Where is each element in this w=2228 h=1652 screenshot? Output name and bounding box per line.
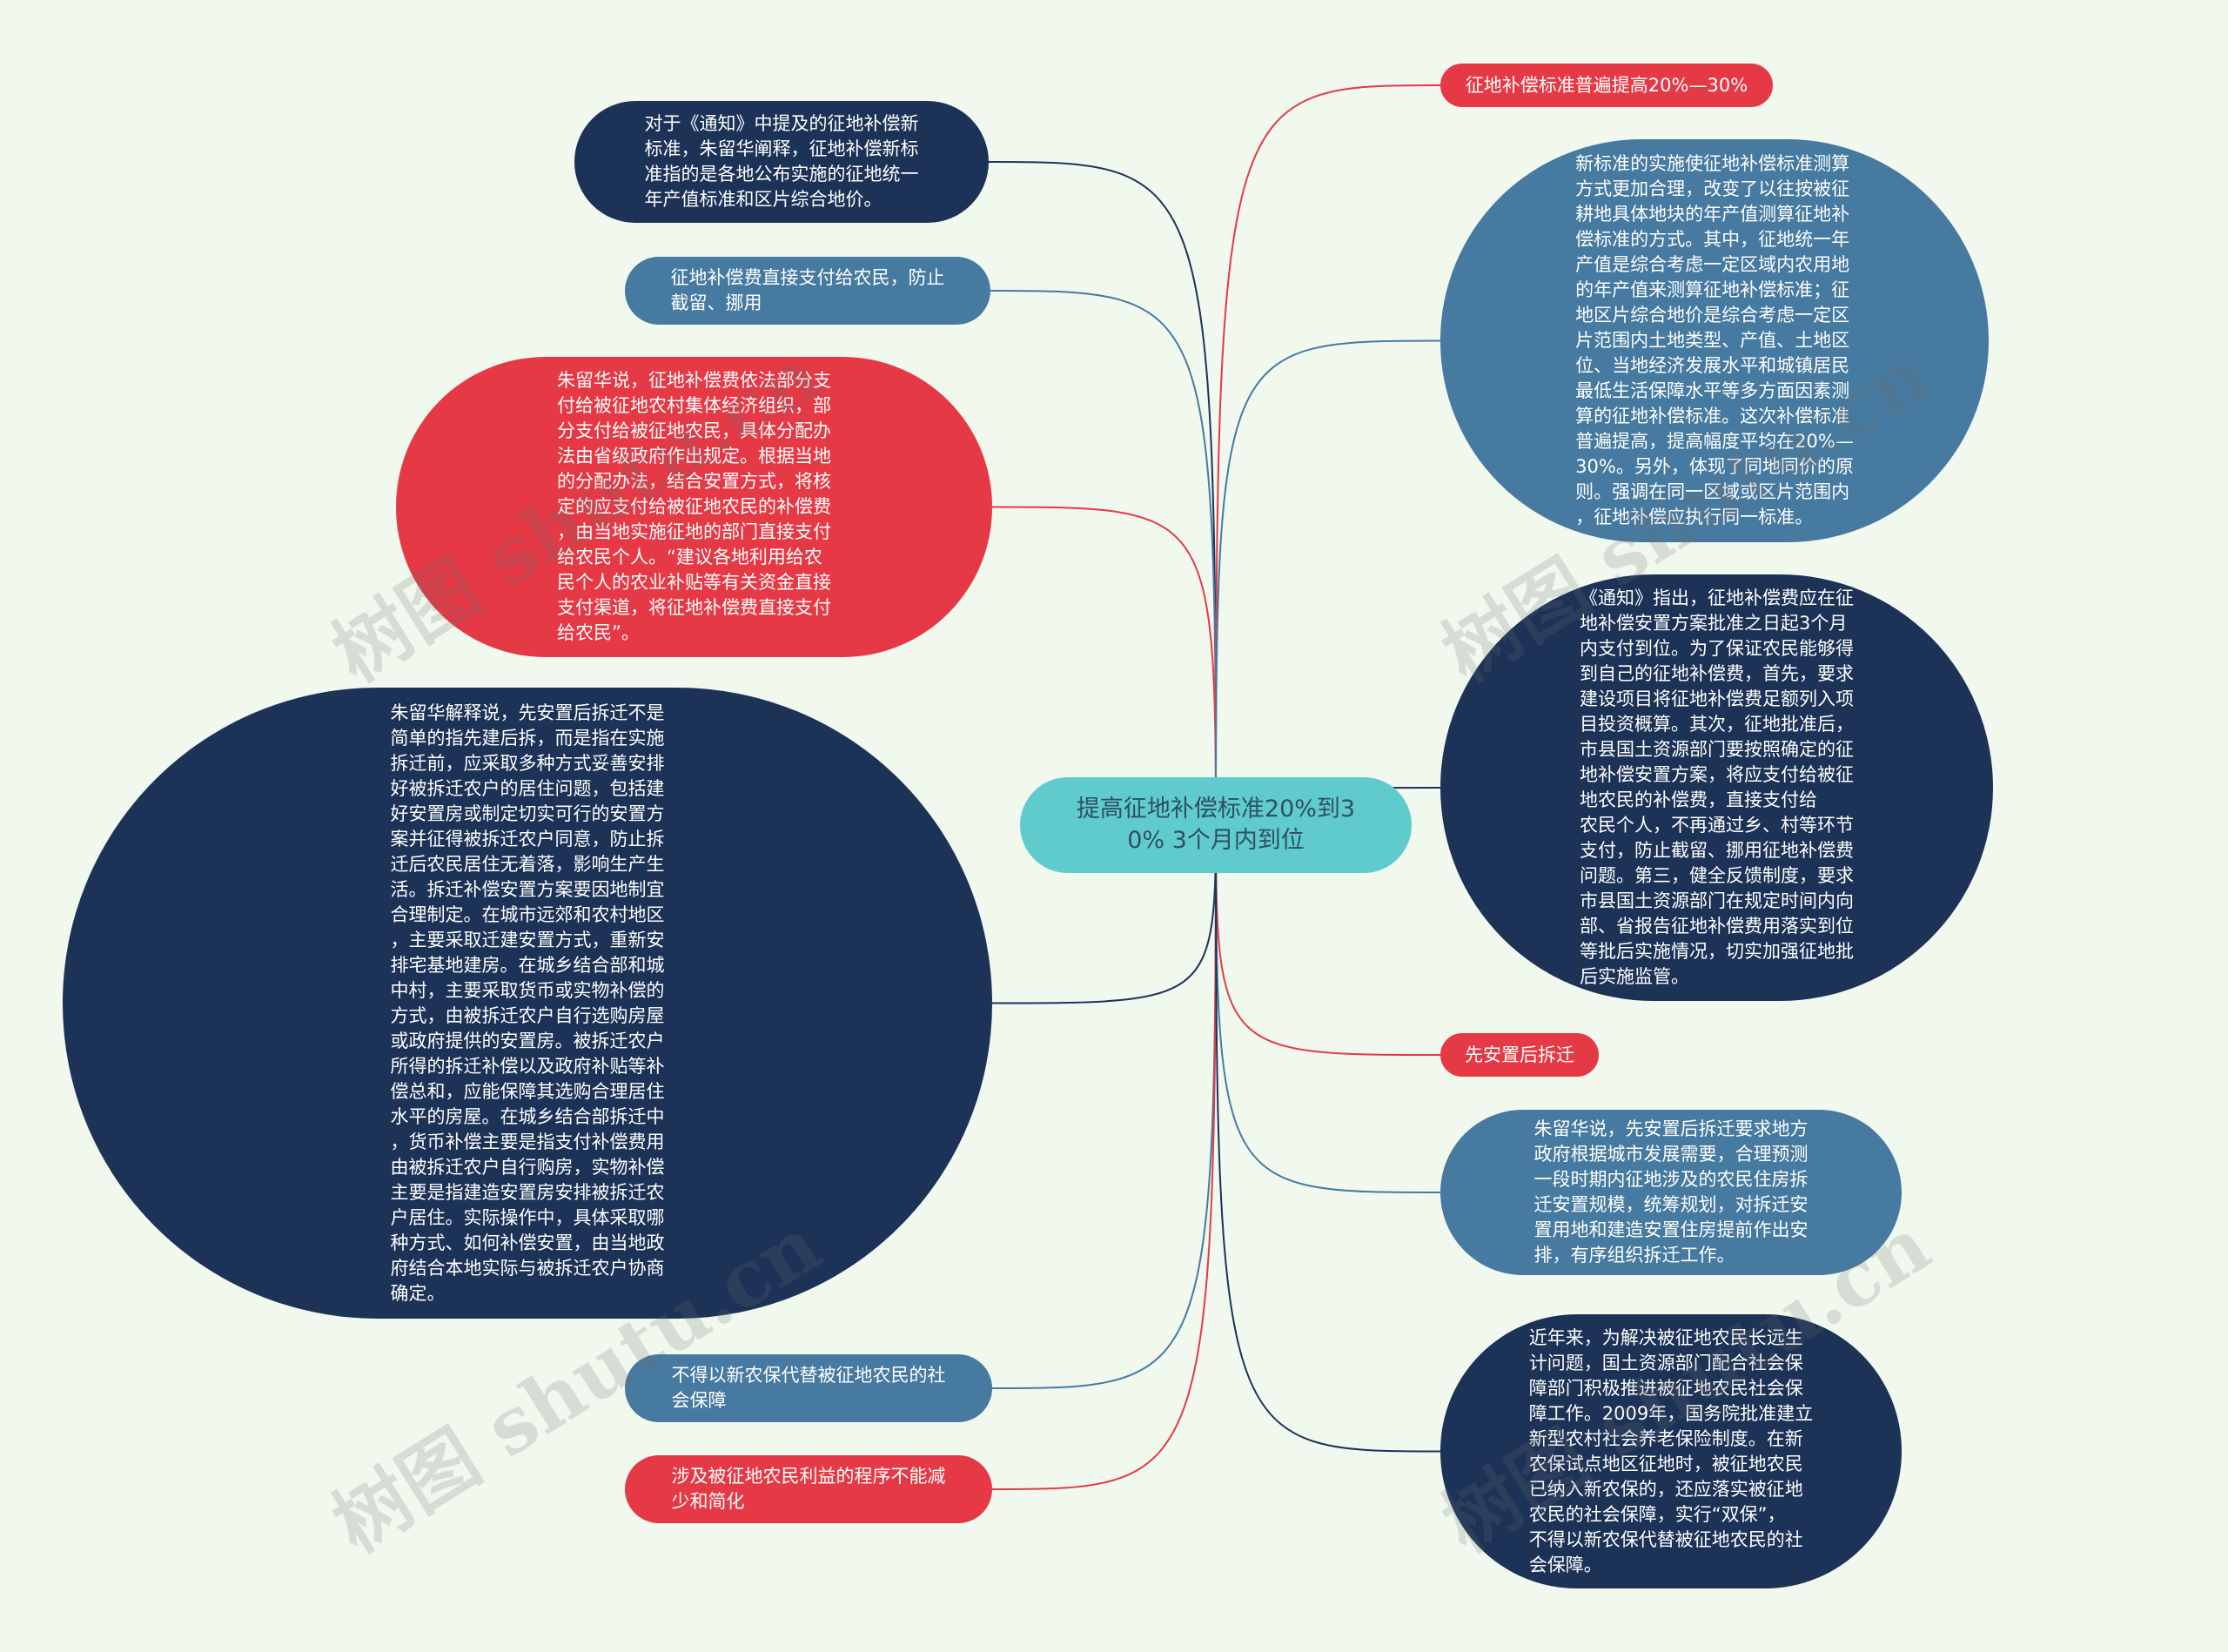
right-node-resettle-first[interactable]: 先安置后拆迁 [1440,1033,1599,1077]
left-node-resettlement-explanation-text: 朱留华解释说，先安置后拆迁不是 简单的指先建后拆，而是指在实施 拆迁前，应采取多… [390,702,665,1304]
left-node-resettlement-explanation[interactable]: 朱留华解释说，先安置后拆迁不是 简单的指先建后拆，而是指在实施 拆迁前，应采取多… [63,688,992,1319]
connector-line [991,824,1217,1490]
right-node-new-standard[interactable]: 新标准的实施使征地补偿标准测算 方式更加合理，改变了以往按被征 耕地具体地块的年… [1440,139,1989,542]
left-node-social-security-text: 不得以新农保代替被征地农民的社 会保障 [671,1365,946,1411]
connector-line [991,824,1217,1389]
connector-line [991,506,1217,826]
left-node-notice-standard-text: 对于《通知》中提及的征地补偿新 标准，朱留华阐释，征地补偿新标 准指的是各地公布… [644,113,919,210]
left-node-compensation-distribution-text: 朱留华说，征地补偿费依法部分支 付给被征地农村集体经济组织，部 分支付给被征地农… [557,370,831,643]
connector-line [1215,824,1441,1193]
left-node-direct-payment[interactable]: 征地补偿费直接支付给农民，防止 截留、挪用 [625,257,990,325]
connector-line [1215,339,1441,826]
right-node-standard-raise[interactable]: 征地补偿标准普遍提高20%—30% [1440,64,1773,107]
left-node-procedure[interactable]: 涉及被征地农民利益的程序不能减 少和简化 [625,1455,992,1523]
right-node-resettle-first-text: 先安置后拆迁 [1465,1044,1574,1065]
left-node-notice-standard[interactable]: 对于《通知》中提及的征地补偿新 标准，朱留华阐释，征地补偿新标 准指的是各地公布… [574,101,989,223]
left-node-procedure-text: 涉及被征地农民利益的程序不能减 少和简化 [671,1466,946,1512]
right-node-rural-pension-text: 近年来，为解决被征地农民长远生 计问题，国土资源部门配合社会保 障部门积极推进被… [1528,1326,1814,1575]
right-node-three-months[interactable]: 《通知》指出，征地补偿费应在征 地补偿安置方案批准之日起3个月 内支付到位。为了… [1440,574,1993,1001]
connector-line [988,161,1217,826]
right-node-resettle-plan[interactable]: 朱留华说，先安置后拆迁要求地方 政府根据城市发展需要，合理预测 一段时期内征地涉… [1440,1110,1902,1275]
left-node-social-security[interactable]: 不得以新农保代替被征地农民的社 会保障 [625,1354,992,1422]
right-node-new-standard-text: 新标准的实施使征地补偿标准测算 方式更加合理，改变了以往按被征 耕地具体地块的年… [1575,153,1854,527]
center-topic-label: 提高征地补偿标准20%到3 0% 3个月内到位 [1076,796,1356,854]
center-topic[interactable]: 提高征地补偿标准20%到3 0% 3个月内到位 [1020,777,1412,873]
right-node-resettle-plan-text: 朱留华说，先安置后拆迁要求地方 政府根据城市发展需要，合理预测 一段时期内征地涉… [1533,1118,1809,1266]
left-node-direct-payment-text: 征地补偿费直接支付给农民，防止 截留、挪用 [670,267,945,313]
left-node-compensation-distribution[interactable]: 朱留华说，征地补偿费依法部分支 付给被征地农村集体经济组织，部 分支付给被征地农… [396,357,992,657]
connector-line [1215,824,1441,1453]
right-node-rural-pension[interactable]: 近年来，为解决被征地农民长远生 计问题，国土资源部门配合社会保 障部门积极推进被… [1440,1314,1902,1588]
right-node-standard-raise-text: 征地补偿标准普遍提高20%—30% [1465,74,1748,96]
connector-line [1215,84,1441,826]
connector-line [991,824,1217,1004]
right-node-three-months-text: 《通知》指出，征地补偿费应在征 地补偿安置方案批准之日起3个月 内支付到位。为了… [1580,588,1854,987]
connector-line [990,290,1217,826]
